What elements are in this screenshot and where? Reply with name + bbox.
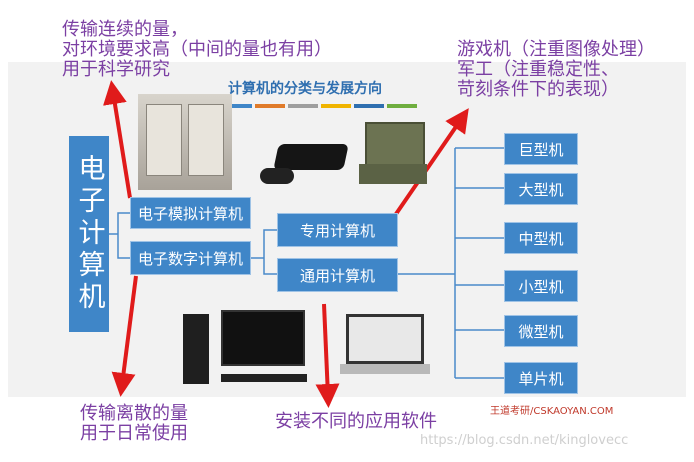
size-box-supercomputer: 巨型机 [504,133,578,165]
analog-computer-box: 电子模拟计算机 [130,197,251,229]
diagram-title: 计算机的分类与发展方向 [228,81,382,97]
military-laptop-image [355,122,431,188]
laptop-image [340,314,430,384]
size-box-single-chip: 单片机 [504,362,578,394]
size-box-microcomputer: 微型机 [504,315,578,347]
title-stripe-3 [288,104,318,108]
brand-label: 王道考研/CSKAOYAN.COM [490,406,614,417]
general-computer-box: 通用计算机 [277,258,398,292]
title-stripe-4 [321,104,351,108]
game-console-image [256,138,356,196]
digital-note: 传输离散的量 用于日常使用 [80,403,188,444]
size-box-mainframe: 大型机 [504,173,578,205]
desktop-pc-image [183,308,307,384]
watermark: https://blog.csdn.net/kinglovecc [420,433,629,448]
title-stripe-1 [222,104,252,108]
size-box-minicomputer: 小型机 [504,270,578,302]
title-stripe-6 [387,104,417,108]
special-computer-box: 专用计算机 [277,213,398,247]
size-box-midrange: 中型机 [504,222,578,254]
title-stripe-5 [354,104,384,108]
analog-computer-image [138,94,232,190]
title-stripe-2 [255,104,285,108]
special-note: 游戏机（注重图像处理） 军工（注重稳定性、 苛刻条件下的表现） [457,39,655,100]
analog-note: 传输连续的量， 对环境要求高（中间的量也有用） 用于科学研究 [62,19,332,80]
root-box: 电子计算机 [69,136,109,332]
general-note: 安装不同的应用软件 [275,411,437,432]
digital-computer-box: 电子数字计算机 [130,241,251,275]
